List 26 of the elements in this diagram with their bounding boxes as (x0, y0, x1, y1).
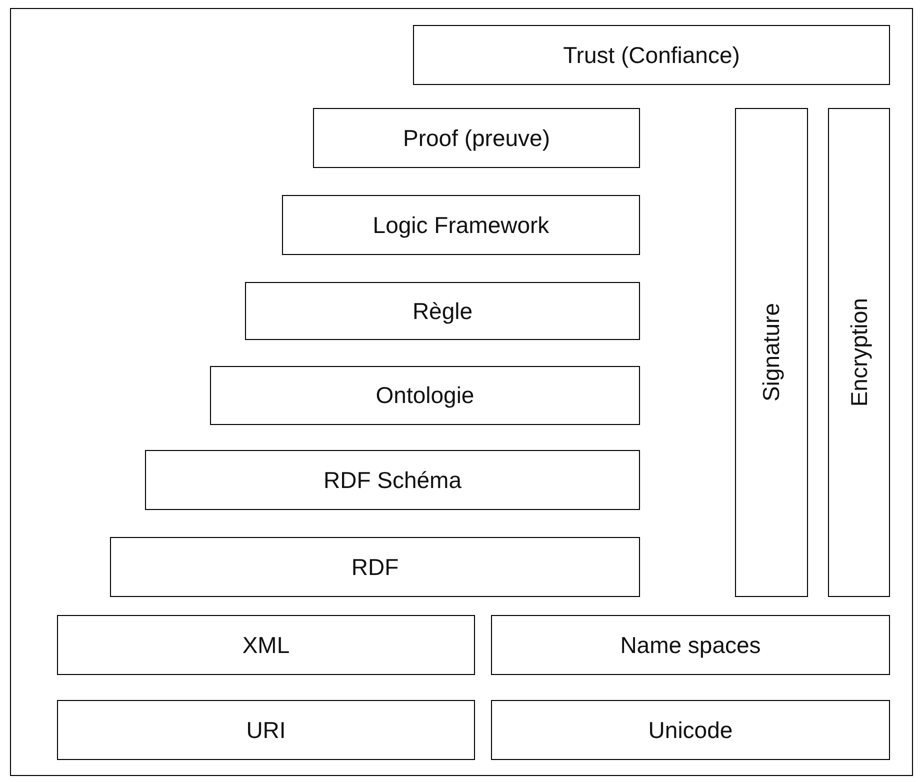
layer-box (245, 282, 640, 340)
layer-box (313, 108, 640, 168)
layer-label: Règle (412, 298, 473, 324)
layer-label: Logic Framework (372, 212, 550, 238)
layer-box (110, 537, 640, 597)
layer-label: Name spaces (620, 632, 761, 658)
layer-box (735, 108, 808, 597)
layer-box (57, 615, 475, 675)
layer-label: Unicode (648, 716, 733, 744)
layer-label: XML (242, 632, 290, 658)
layer-label: Encryption (846, 298, 872, 407)
layer-label: RDF Schéma (323, 466, 462, 494)
layer-label: Signature (758, 303, 785, 402)
layer-box (491, 615, 890, 675)
layer-box (57, 700, 475, 760)
layer-box (828, 108, 890, 597)
layer-label: Ontologie (376, 382, 474, 409)
layer-label: Trust (Confiance) (563, 42, 740, 68)
layer-label: Proof (preuve) (402, 124, 550, 152)
layer-box (413, 25, 890, 85)
layer-label: RDF (351, 554, 399, 580)
layer-label: URI (246, 716, 286, 744)
layer-box (145, 450, 640, 510)
layer-box (491, 700, 890, 760)
layer-box (210, 366, 640, 425)
layer-box (282, 195, 640, 255)
